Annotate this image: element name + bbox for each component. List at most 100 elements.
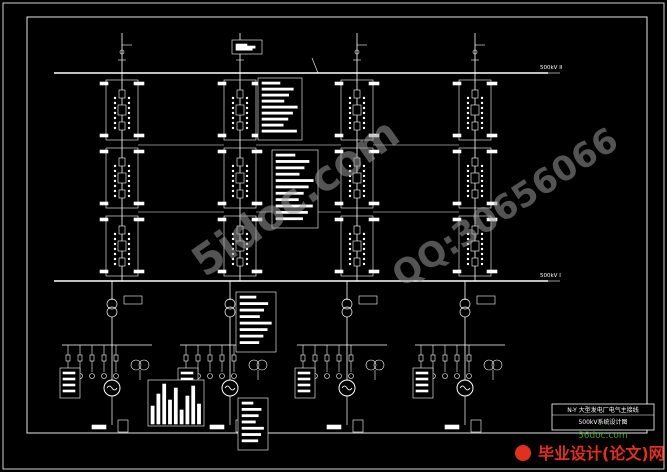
breaker-symbol <box>352 172 362 184</box>
ct-dot <box>348 101 352 105</box>
tag-block <box>133 81 145 86</box>
feeder-ct-symbol <box>354 49 360 55</box>
ct-dot <box>466 232 470 236</box>
ct-dot <box>480 106 484 110</box>
bus-tap <box>311 57 319 74</box>
ct-dot <box>348 121 352 125</box>
ct-dot <box>113 189 117 193</box>
bar-mark <box>173 387 178 425</box>
ct-dot <box>466 257 470 261</box>
aux-breaker <box>300 354 306 362</box>
aux-load <box>207 373 213 379</box>
ct-dot <box>480 111 484 115</box>
ct-dot <box>245 101 249 105</box>
ct-dot <box>245 111 249 115</box>
ct-dot <box>245 194 249 198</box>
ct-dot <box>362 174 366 178</box>
disconnector-symbol <box>353 257 361 267</box>
main-transformer-secondary <box>224 306 236 318</box>
ct-dot <box>362 179 366 183</box>
ct-dot <box>245 242 249 246</box>
breaker-bay <box>217 79 263 141</box>
ct-dot <box>127 121 131 125</box>
ct-dot <box>348 247 352 251</box>
aux-breaker <box>219 354 225 362</box>
disconnector-symbol <box>471 121 479 131</box>
bar-mark <box>179 409 184 425</box>
note-line <box>275 198 299 202</box>
ct-dot <box>466 247 470 251</box>
aux-breaker <box>324 354 330 362</box>
generator-sine <box>459 385 471 391</box>
tag-block <box>368 269 380 274</box>
tag-block <box>486 81 498 86</box>
bar-mark <box>150 405 155 425</box>
aux-breaker <box>231 354 237 362</box>
ct-dot <box>127 232 131 236</box>
breaker-strings <box>99 33 560 282</box>
ct-dot <box>480 101 484 105</box>
tag-block <box>334 81 344 86</box>
ct-dot <box>127 184 131 188</box>
aux-breaker <box>77 354 83 362</box>
tag-block <box>251 217 263 222</box>
ct-dot <box>127 164 131 168</box>
ct-dot <box>231 126 235 130</box>
title-block-line2: 500kV系统设计图 <box>578 418 627 426</box>
note-line <box>275 185 309 189</box>
ct-dot <box>362 237 366 241</box>
bay-frame <box>340 215 374 277</box>
excitation-transformer <box>373 359 385 371</box>
breaker-string <box>452 33 498 281</box>
ct-dot <box>362 189 366 193</box>
generator-sine <box>341 385 353 391</box>
disconnector-symbol <box>118 157 126 167</box>
ct-dot <box>480 184 484 188</box>
ct-dot <box>348 111 352 115</box>
ct-dot <box>245 106 249 110</box>
note-line <box>297 371 311 375</box>
ct-dot <box>245 126 249 130</box>
breaker-bay <box>334 147 380 209</box>
ct-dot <box>348 232 352 236</box>
ct-dot <box>245 247 249 251</box>
breaker-bay <box>452 215 498 277</box>
device-tag <box>91 424 107 430</box>
tag-block <box>368 81 380 86</box>
ct-dot <box>113 116 117 120</box>
ct-dot <box>466 101 470 105</box>
breaker-bay <box>217 147 263 209</box>
breaker-symbol <box>117 104 127 116</box>
disconnector-symbol <box>236 225 244 235</box>
ct-dot <box>466 169 470 173</box>
tag-block <box>452 133 462 138</box>
breaker-symbol <box>352 240 362 252</box>
note-line <box>415 383 429 387</box>
note-line <box>261 105 298 109</box>
aux-breaker <box>113 354 119 362</box>
ct-dot <box>127 252 131 256</box>
excitation-transformer <box>130 359 142 371</box>
ct-dot <box>348 252 352 256</box>
disconnector-symbol <box>353 157 361 167</box>
tag-block <box>217 149 227 154</box>
neutral-device <box>470 419 482 433</box>
breaker-symbol <box>117 172 127 184</box>
tag-block <box>217 217 227 222</box>
disconnector-symbol <box>353 189 361 199</box>
footer-url-text: 56doc.com <box>578 431 628 441</box>
aux-load <box>101 373 107 379</box>
device-tag <box>444 424 460 430</box>
tag-block <box>133 201 145 206</box>
ct-dot <box>480 262 484 266</box>
ct-dot <box>245 121 249 125</box>
ct-dot <box>231 121 235 125</box>
bay-frame <box>340 79 374 141</box>
bar-mark <box>168 399 172 425</box>
aux-breaker <box>348 354 354 362</box>
aux-load <box>231 373 237 379</box>
disconnector-symbol <box>471 157 479 167</box>
tag-block <box>133 269 145 274</box>
